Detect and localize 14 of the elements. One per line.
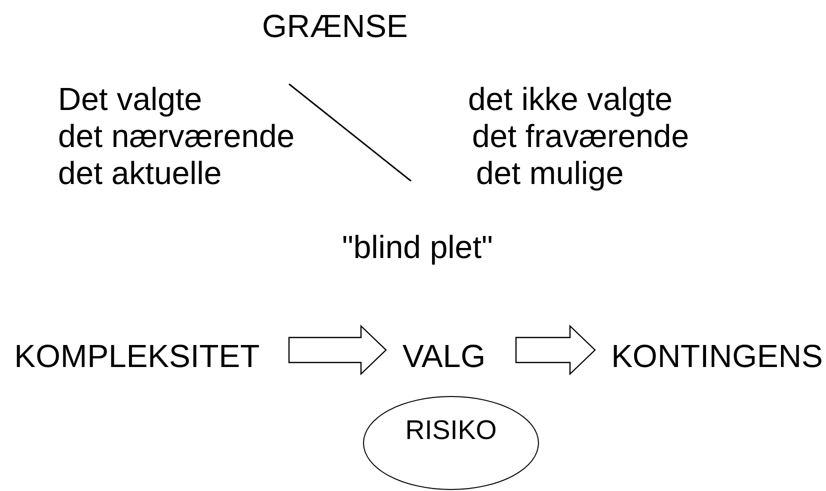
concept-text: KOMPLEKSITET <box>14 338 260 374</box>
diagram-title: GRÆNSE <box>262 10 408 42</box>
text-label: det mulige <box>476 157 624 189</box>
text-label: "blind plet" <box>342 231 493 263</box>
text-label: det aktuelle <box>58 157 222 189</box>
text-label: det ikke valgte <box>468 83 673 115</box>
concept-text: VALG <box>401 338 487 374</box>
risk-ellipse: RISIKO <box>363 396 539 490</box>
text-label: Det valgte <box>58 83 202 115</box>
concept-text: KONTINGENS <box>610 338 824 374</box>
block-arrow <box>515 324 596 376</box>
text-label: det nærværende <box>58 120 295 152</box>
block-arrow <box>288 324 387 376</box>
text-label: det fraværende <box>472 120 690 152</box>
